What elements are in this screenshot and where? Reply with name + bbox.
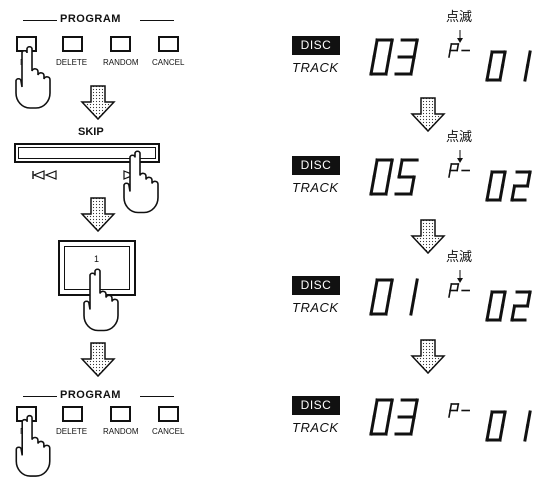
program-indicator-digit — [449, 164, 458, 177]
track-label: TRACK — [292, 300, 339, 315]
track-label: TRACK — [292, 60, 339, 75]
blink-arrow-icon — [457, 270, 463, 283]
disc-number-digit — [371, 160, 392, 194]
disc-number-digit — [411, 280, 417, 314]
segment-display — [345, 150, 545, 210]
program-indicator-digit — [449, 44, 458, 57]
track-number-digit — [487, 52, 505, 80]
track-number-digit — [487, 412, 505, 440]
track-number-digit — [525, 412, 530, 440]
track-label: TRACK — [292, 420, 339, 435]
program-indicator-digit — [449, 404, 458, 417]
disc-number-digit — [396, 160, 417, 194]
down-arrow-icon — [410, 218, 446, 256]
blink-label: 点滅 — [446, 246, 472, 265]
disc-number-digit — [371, 280, 392, 314]
blink-arrow-icon — [457, 150, 463, 163]
disc-badge: DISC — [292, 36, 340, 55]
segment-display — [345, 30, 545, 90]
disc-number-digit — [396, 40, 417, 74]
down-arrow-icon — [410, 338, 446, 376]
blink-label: 点滅 — [446, 6, 472, 25]
down-arrow-icon — [410, 96, 446, 134]
disc-badge: DISC — [292, 156, 340, 175]
track-label: TRACK — [292, 180, 339, 195]
program-indicator-digit — [449, 284, 458, 297]
segment-display — [345, 390, 545, 450]
track-number-digit — [487, 172, 505, 200]
disc-number-digit — [371, 400, 392, 434]
track-number-digit — [512, 292, 530, 320]
track-number-digit — [525, 52, 530, 80]
track-number-digit — [487, 292, 505, 320]
disc-badge: DISC — [292, 396, 340, 415]
disc-number-digit — [371, 40, 392, 74]
display-row: DISC TRACK — [0, 390, 545, 450]
disc-badge: DISC — [292, 276, 340, 295]
blink-label: 点滅 — [446, 126, 472, 145]
disc-number-digit — [396, 400, 417, 434]
blink-arrow-icon — [457, 30, 463, 43]
segment-display — [345, 270, 545, 330]
track-number-digit — [512, 172, 530, 200]
